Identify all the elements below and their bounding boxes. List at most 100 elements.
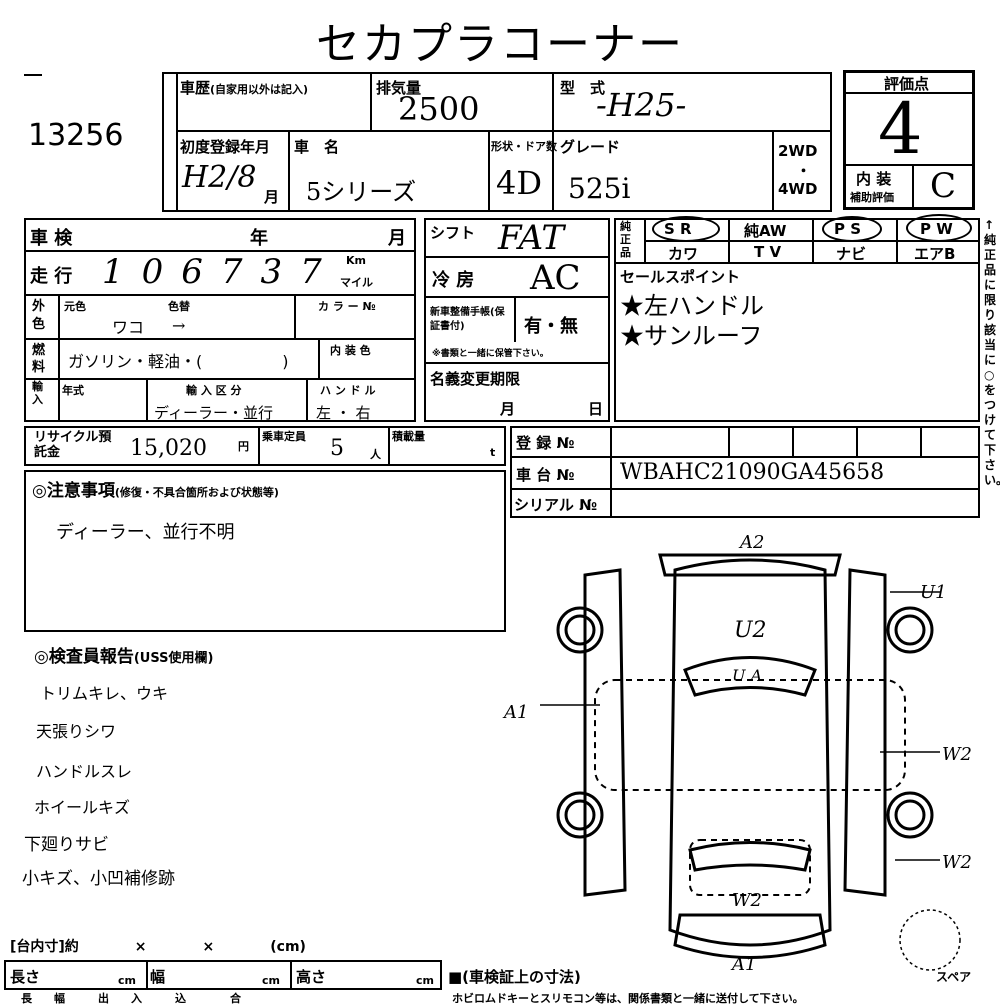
mark-left-side: A1 [504,702,529,723]
shift-grid [424,218,610,422]
shift-value: FAT [498,218,565,258]
inspector-line-4: ホイールキズ [34,798,131,817]
grade-value: 525i [568,172,631,205]
name-change-label: 名義変更期限 [430,370,521,388]
cargo-dimensions-label: [台内寸]約 × × (cm) [10,939,306,955]
notes-text: ディーラー、並行不明 [56,522,235,543]
interior-score-label: 内 装 [856,170,892,188]
model-label: 型 式 [560,79,606,97]
length-label: 長さ [10,968,41,986]
registration-label: 登 録 № [516,434,575,452]
mark-right-rear-door: W2 [942,744,972,765]
mark-rear: W2 [732,890,762,911]
width-unit: cm [262,974,280,987]
inspector-line-2: 天張りシワ [36,722,117,741]
manual-note: ※書類と一緒に保管下さい。 [432,349,549,359]
mileage-label: 走 行 [30,266,73,287]
vehicle-info-grid [162,72,832,212]
fuel-options: ガソリン・軽油・( ) [68,352,289,371]
first-reg-month: 月 [264,188,280,206]
first-reg-label: 初度登録年月 [180,138,271,156]
mark-front: A2 [740,532,765,553]
page-title: セカプラコーナー [316,19,684,70]
inspector-line-1: トリムキレ、ウキ [40,684,169,703]
lot-number: 13256 [28,118,124,153]
import-kind-value: ディーラー・並行 [154,404,273,422]
sales-point-1: ★左ハンドル [620,292,764,320]
manual-label: 新車整備手帳(保証書付) [430,307,505,332]
interior-color-label: 内 装 色 [330,344,371,357]
circle-mark [906,214,972,242]
recycle-row [24,426,506,466]
model-value: -H25- [596,86,687,124]
chassis-value: WBAHC21090GA45658 [620,460,885,485]
mark-sunroof: U A [732,666,763,685]
score-box [843,70,975,210]
inspector-line-5: 下廻りサビ [24,835,109,855]
exterior-orig-label: 元色 [64,300,86,313]
handle-label: ハ ン ド ル [320,384,376,397]
inspection-year: 年 [250,228,268,249]
color-no-label: カ ラ ー № [318,300,376,313]
aircon-label: 冷 房 [432,270,475,291]
chassis-label: 車 台 № [516,466,575,484]
recycle-unit: 円 [238,440,249,453]
notes-label: ◎注意事項(修復・不具合箇所および状態等) [32,481,279,501]
history-label: 車歴(自家用以外は記入) [180,79,309,97]
equip-tv[interactable]: T V [754,243,782,261]
inspection-grid [24,218,416,422]
equip-navi[interactable]: ナビ [836,245,867,263]
inspection-month: 月 [388,228,406,249]
equip-leather[interactable]: カワ [668,245,699,263]
interior-score-value: C [930,166,957,206]
spare-label: スペア [936,970,972,984]
capacity-value: 5 [330,436,344,461]
footer-right: ホビロムドキーとスリモコン等は、関係書類と一緒に送付して下さい。 [452,992,804,1005]
load-unit: t [490,446,496,459]
import-label: 輸入 [32,380,43,406]
name-change-month: 月 [500,400,516,418]
fuel-label: 燃料 [32,343,46,375]
exterior-orig-value: ワコ [112,318,145,337]
body-doors-value: 4D [496,164,543,202]
drive-dot: ・ [796,162,812,180]
interior-score-sub: 補助評価 [850,191,894,204]
exterior-label: 外色 [32,299,46,332]
grade-label: グレード [560,138,621,156]
height-unit: cm [416,974,434,987]
score-label: 評価点 [884,75,930,93]
equipment-side-note: ↑純正品に限り該当に○をつけて下さい。 [984,218,1000,487]
first-reg-value: H2/8 [182,160,257,195]
capacity-unit: 人 [370,448,381,461]
recycle-value: 15,020 [130,436,207,461]
manual-value: 有・無 [524,316,578,337]
car-damage-diagram [540,553,961,971]
mark-roof: U2 [734,618,767,643]
load-label: 積載量 [392,430,425,443]
import-year-label: 年式 [62,384,84,397]
car-name-value: 5シリーズ [306,178,417,206]
drive-4wd: 4WD [778,180,818,198]
circle-mark [822,216,882,242]
circle-mark [652,216,720,242]
equip-aw[interactable]: 純AW [744,222,787,240]
score-value: 4 [878,88,923,170]
sales-points-label: セールスポイント [620,268,741,286]
exterior-repaint-label: 色替 [168,300,190,313]
inspector-line-6: 小キズ、小凹補修跡 [22,869,175,889]
mileage-value: 106737 [102,252,340,292]
drive-2wd: 2WD [778,142,818,160]
exterior-arrow: → [172,316,186,335]
equip-airbag[interactable]: エアB [914,245,956,263]
recycle-label: リサイクル預託金 [34,430,112,460]
height-label: 高さ [296,968,327,986]
notes-box [24,470,506,632]
dims-note: ■(車検証上の寸法) [448,968,581,986]
length-unit: cm [118,974,136,987]
footer-left: 長 幅 出 入 込 合 [10,992,241,1005]
inspector-line-3: ハンドルスレ [36,762,133,781]
capacity-label: 乗車定員 [262,430,306,443]
sales-point-2: ★サンルーフ [620,322,763,350]
inspection-label: 車 検 [30,228,73,249]
handle-value: 左 ・ 右 [316,404,371,422]
